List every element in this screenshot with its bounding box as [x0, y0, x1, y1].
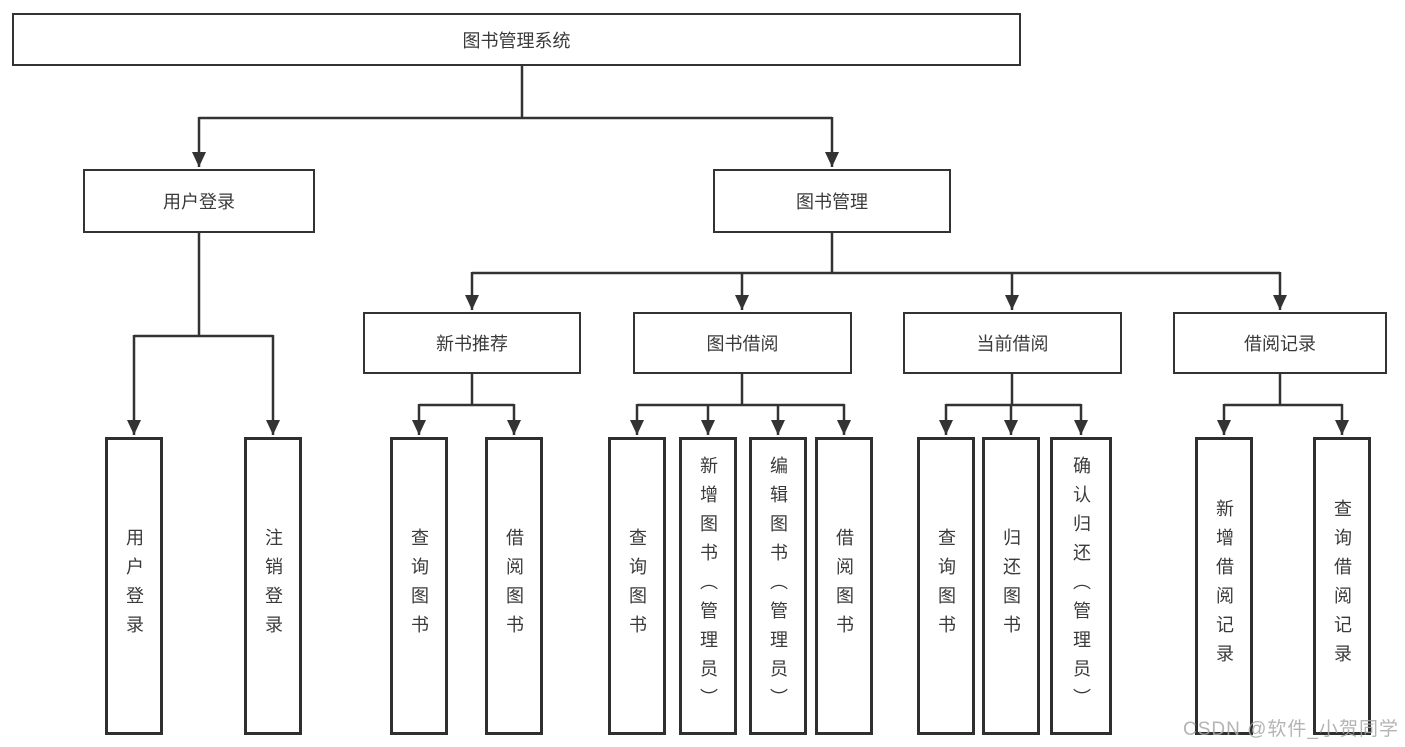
node-label: 图书管理: [796, 192, 868, 212]
node-label: 归还图书: [1001, 528, 1021, 644]
node-confirm-return-admin: 确认归还（管理员）: [1050, 437, 1112, 735]
node-label: 新增借阅记录: [1214, 499, 1234, 673]
node-label: 当前借阅: [976, 334, 1049, 354]
node-label: 用户登录: [163, 192, 235, 212]
node-label: 查询图书: [409, 528, 429, 644]
node-logout-leaf: 注销登录: [244, 437, 302, 735]
node-label: 注销登录: [263, 528, 283, 644]
node-book-management: 图书管理: [713, 169, 951, 233]
connector-root-to-level2: [192, 66, 839, 167]
node-borrow-books-2: 借阅图书: [815, 437, 873, 735]
node-label: 新书推荐: [436, 334, 508, 354]
node-label: 确认归还（管理员）: [1071, 455, 1091, 717]
node-query-books-1: 查询图书: [390, 437, 448, 735]
node-label: 新增图书（管理员）: [698, 455, 718, 717]
csdn-watermark: CSDN @软件_小贺同学: [1183, 719, 1399, 740]
connector-borrowing-records-children: [1217, 374, 1349, 435]
connector-user-login-children: [127, 233, 280, 435]
node-query-books-2: 查询图书: [608, 437, 666, 735]
connector-current-borrowing-children: [939, 374, 1088, 435]
node-new-book-recommend: 新书推荐: [363, 312, 581, 374]
node-user-login-leaf: 用户登录: [105, 437, 163, 735]
node-library-management-system: 图书管理系统: [12, 13, 1021, 66]
node-label: 图书借阅: [706, 334, 779, 354]
node-label: 查询借阅记录: [1332, 499, 1352, 673]
node-label: 借阅图书: [504, 528, 524, 644]
node-label: 查询图书: [627, 528, 647, 644]
node-user-login: 用户登录: [83, 169, 315, 233]
node-return-books: 归还图书: [982, 437, 1040, 735]
node-label: 用户登录: [124, 528, 144, 644]
node-borrow-books-1: 借阅图书: [485, 437, 543, 735]
node-label: 借阅记录: [1244, 334, 1316, 354]
node-current-borrowing: 当前借阅: [903, 312, 1122, 374]
node-label: 借阅图书: [834, 528, 854, 644]
node-query-books-3: 查询图书: [917, 437, 975, 735]
node-borrowing-records: 借阅记录: [1173, 312, 1387, 374]
node-book-borrowing: 图书借阅: [633, 312, 852, 374]
node-add-books-admin: 新增图书（管理员）: [679, 437, 737, 735]
node-query-borrow-record: 查询借阅记录: [1313, 437, 1371, 735]
connector-book-borrowing-children: [630, 374, 851, 435]
node-label: 编辑图书（管理员）: [768, 455, 788, 717]
node-edit-books-admin: 编辑图书（管理员）: [749, 437, 807, 735]
connector-book-management-children: [465, 233, 1287, 310]
node-label: 查询图书: [936, 528, 956, 644]
connector-new-book-recommend-children: [412, 374, 521, 435]
node-add-borrow-record: 新增借阅记录: [1195, 437, 1253, 735]
node-label: 图书管理系统: [462, 30, 571, 51]
